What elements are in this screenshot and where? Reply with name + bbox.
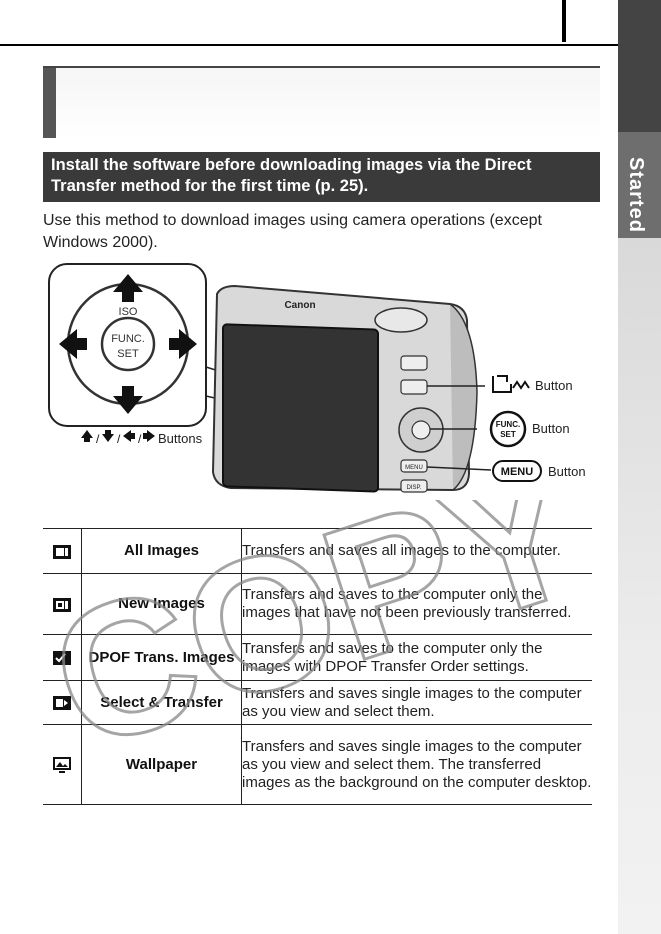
all-images-icon (53, 544, 71, 559)
mode-description: Transfers and saves all images to the co… (241, 528, 592, 574)
select-transfer-icon (53, 696, 71, 711)
caption-left-icon (123, 430, 135, 442)
dial-center-line1: FUNC. (111, 333, 145, 345)
mode-description: Transfers and saves single images to the… (241, 724, 592, 805)
camera-illustration: FUNC. SET ISO Canon MENU DISP. Button FU… (48, 263, 586, 493)
arrow-down-icon (113, 386, 143, 414)
arrow-left-icon (59, 329, 87, 359)
print-share-button-label: Button (535, 378, 573, 393)
print-share-icon (492, 375, 530, 393)
mode-description: Transfers and saves to the computer only… (241, 634, 592, 681)
transfer-modes-table: All Images Transfers and saves all image… (43, 528, 592, 805)
wallpaper-icon (53, 756, 71, 773)
svg-text:SET: SET (500, 430, 516, 439)
table-row: New Images Transfers and saves to the co… (43, 573, 592, 635)
mode-name: Wallpaper (81, 724, 242, 805)
svg-text:DISP.: DISP. (407, 485, 422, 491)
camera-brand: Canon (284, 300, 315, 311)
notice-box: Install the software before downloading … (43, 152, 600, 202)
mode-name: Select & Transfer (81, 680, 242, 725)
table-row: DPOF Trans. Images Transfers and saves t… (43, 634, 592, 681)
func-set-icon (489, 410, 527, 448)
svg-text:/: / (138, 432, 142, 446)
func-set-button-label: Button (532, 421, 570, 436)
top-rule (0, 44, 618, 46)
arrows-caption: Buttons (158, 431, 203, 446)
caption-right-icon (143, 430, 155, 442)
side-tab (618, 0, 661, 934)
dpof-trans-icon (53, 651, 71, 666)
mode-name: New Images (81, 573, 242, 635)
menu-button-label: Button (548, 464, 586, 479)
svg-text:MENU: MENU (501, 466, 533, 478)
table-row: Wallpaper Transfers and saves single ima… (43, 724, 592, 805)
mode-name: All Images (81, 528, 242, 574)
arrow-up-icon (113, 274, 143, 302)
menu-icon (492, 460, 542, 482)
mode-name: DPOF Trans. Images (81, 634, 242, 681)
table-row: Select & Transfer Transfers and saves si… (43, 680, 592, 725)
side-tab-label: Started (625, 157, 647, 233)
mode-description: Transfers and saves to the computer only… (241, 573, 592, 635)
arrow-right-icon (169, 329, 197, 359)
svg-text:MENU: MENU (405, 465, 423, 471)
dial-center-line2: SET (117, 348, 139, 360)
notice-text: Install the software before downloading … (51, 156, 532, 195)
svg-text:FUNC.: FUNC. (496, 420, 520, 429)
svg-text:/: / (96, 432, 100, 446)
new-images-icon (53, 597, 71, 612)
dial-top-label: ISO (119, 306, 138, 318)
mode-description: Transfers and saves single images to the… (241, 680, 592, 725)
caption-down-icon (102, 430, 114, 442)
top-tick (562, 0, 566, 42)
caption-up-icon (81, 430, 93, 442)
intro-paragraph: Use this method to download images using… (43, 212, 542, 251)
svg-text:/: / (117, 432, 121, 446)
table-row: All Images Transfers and saves all image… (43, 528, 592, 574)
section-title-bar (43, 66, 600, 138)
camera-screen (222, 323, 379, 493)
